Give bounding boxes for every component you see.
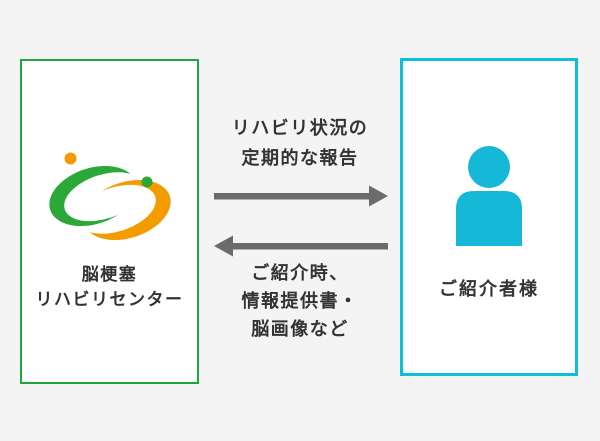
referrer-card: ご紹介者様	[400, 58, 578, 376]
logo-orange-swoosh	[83, 179, 171, 241]
flow-report-line1: リハビリ状況の	[231, 118, 369, 138]
flow-referral-line2: 情報提供書・	[241, 291, 359, 311]
logo-green-dot	[141, 176, 153, 188]
rehab-center-card: 脳梗塞 リハビリセンター	[20, 59, 199, 384]
rehab-center-label-line2: リハビリセンター	[35, 290, 184, 309]
flow-referral-line1: ご紹介時、	[251, 263, 349, 283]
arrow-left-icon	[214, 235, 388, 257]
rehab-center-logo-icon	[49, 152, 171, 241]
flow-referral-line3: 脳画像など	[251, 319, 349, 339]
rehab-center-label-line1: 脳梗塞	[81, 265, 138, 284]
rehab-center-label: 脳梗塞 リハビリセンター	[22, 262, 197, 312]
logo-orange-dot	[64, 152, 77, 165]
person-icon	[456, 146, 522, 246]
flow-report-label: リハビリ状況の 定期的な報告	[199, 113, 401, 173]
arrow-right-icon	[214, 185, 388, 207]
flow-report-line2: 定期的な報告	[241, 148, 359, 168]
flow-referral-label: ご紹介時、 情報提供書・ 脳画像など	[199, 259, 401, 343]
referrer-label: ご紹介者様	[439, 279, 539, 299]
